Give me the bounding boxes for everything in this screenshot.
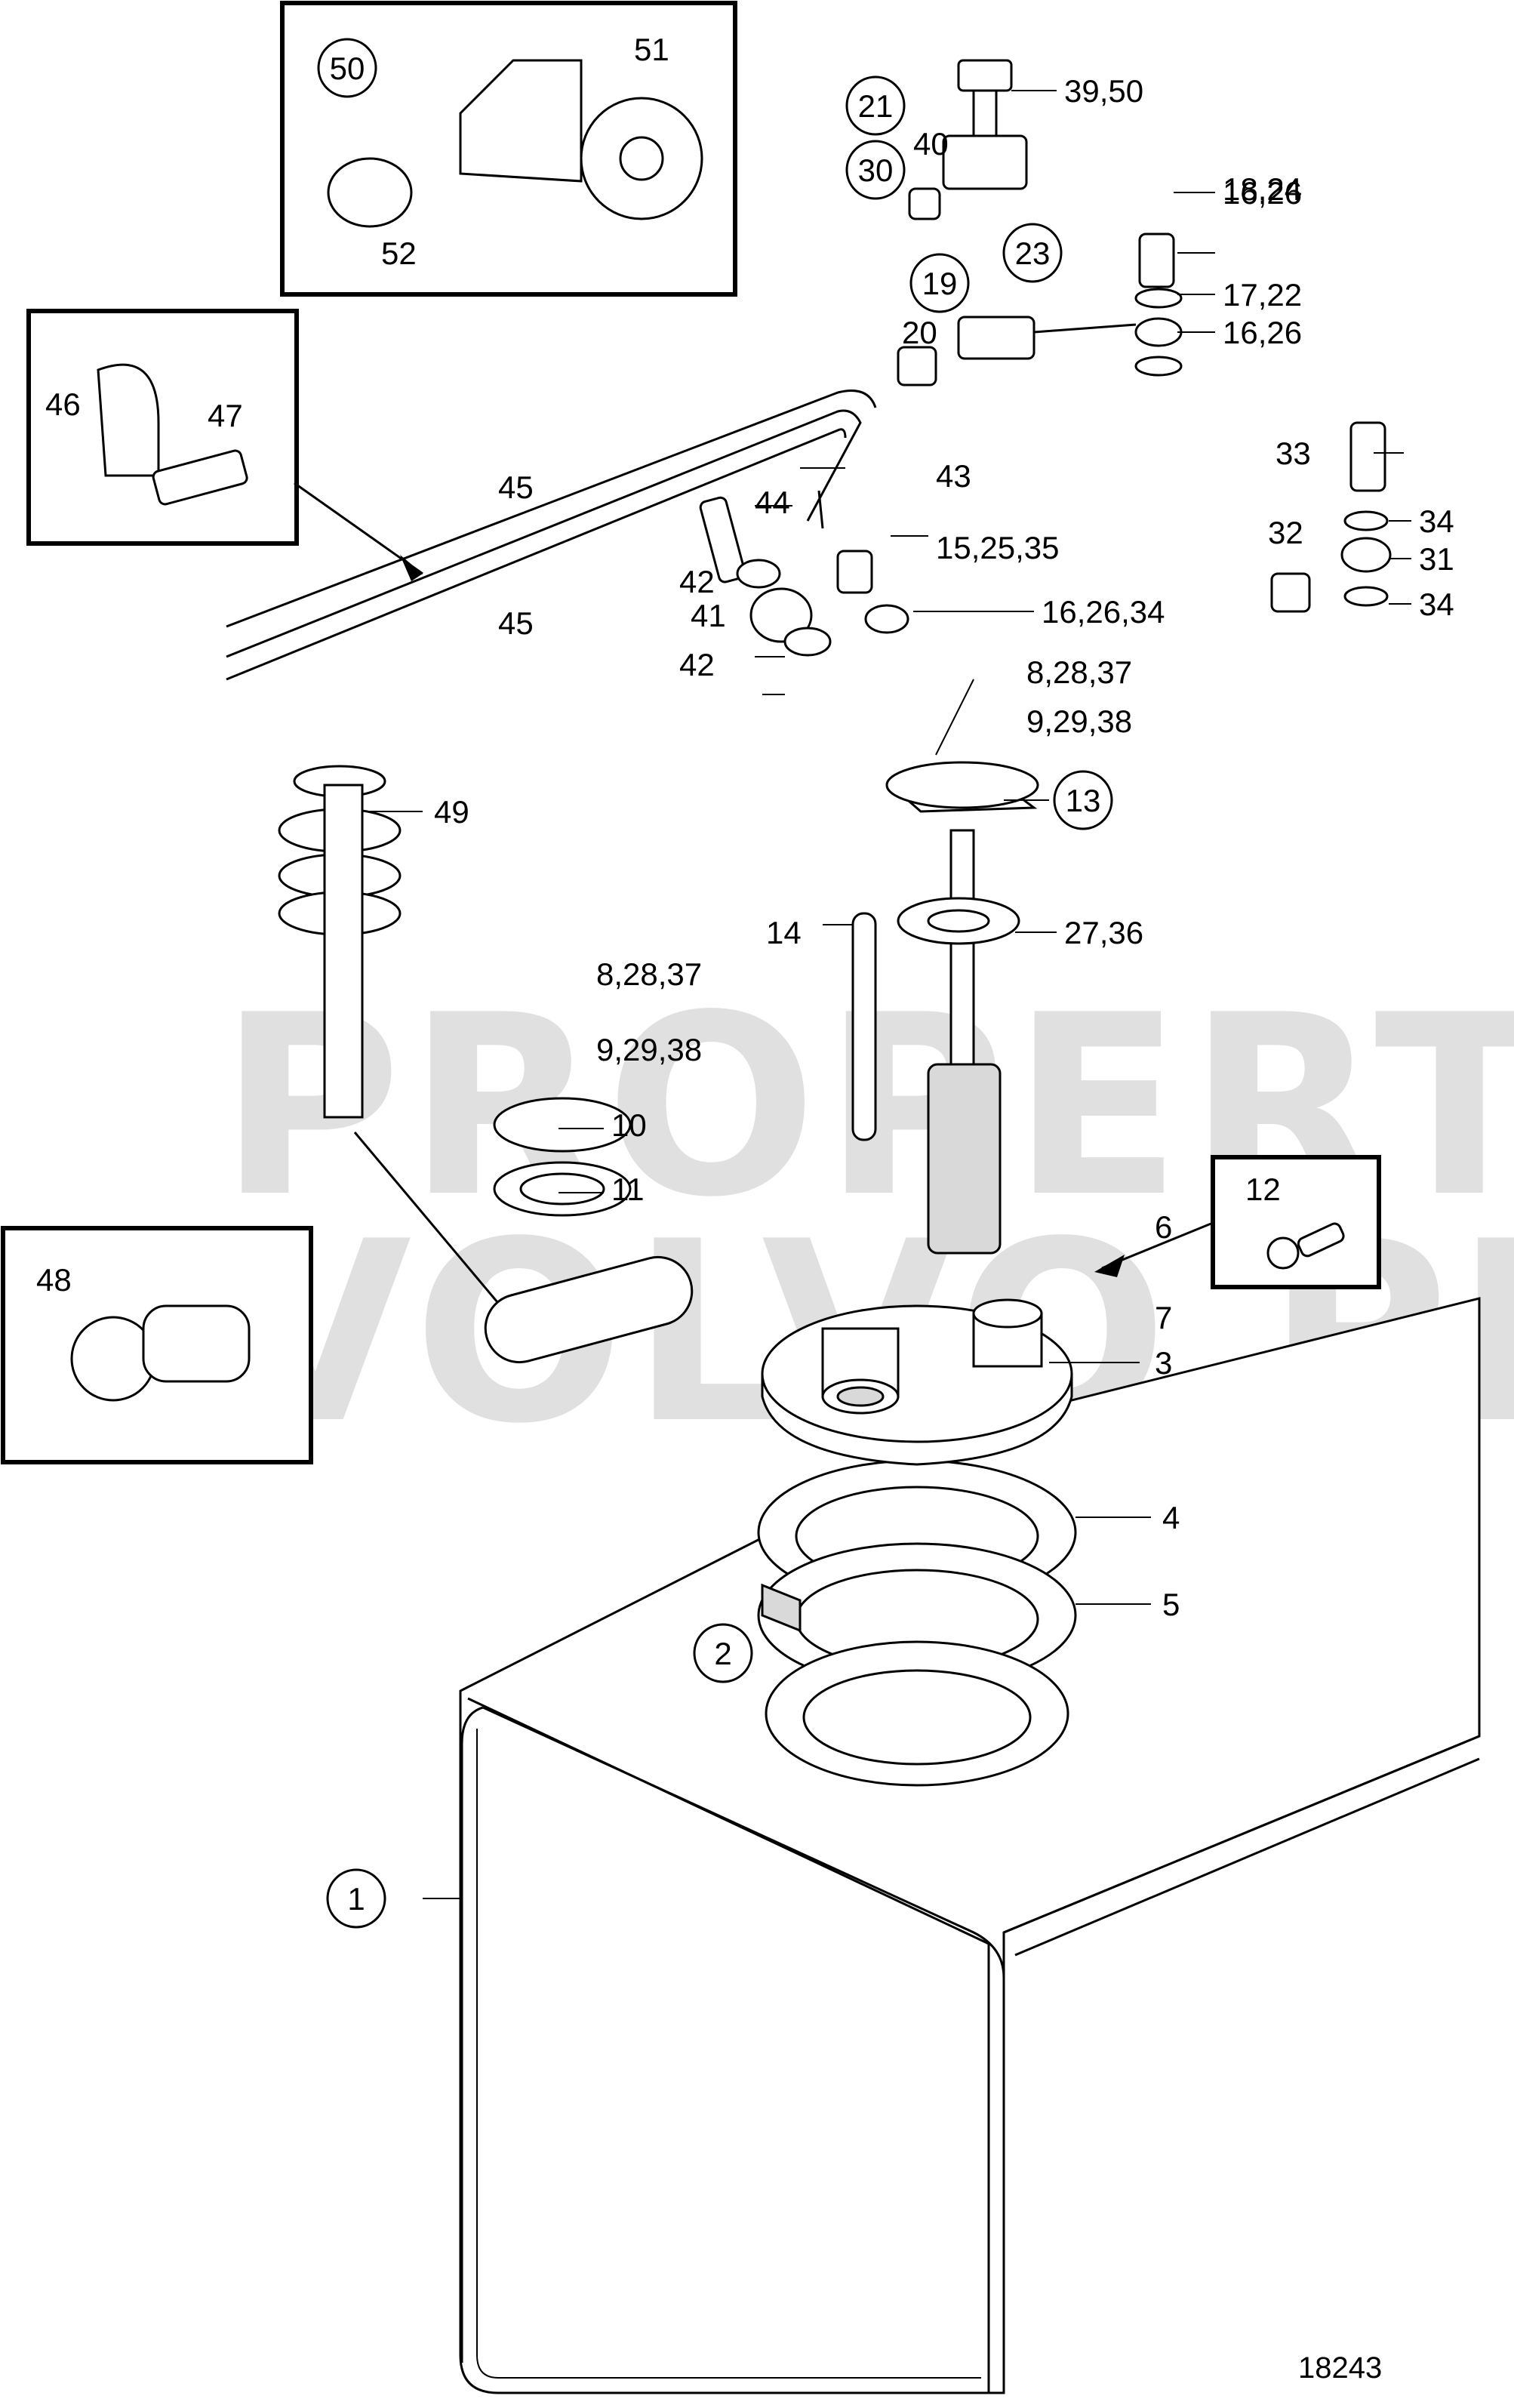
callout-1: 1 (347, 1881, 365, 1917)
callouts: 1 2 3 4 5 6 7 8,28,37 9,29,38 8,28,37 9,… (36, 32, 1454, 1929)
callout-47: 47 (208, 398, 243, 433)
callout-41: 41 (691, 598, 726, 633)
fuel-tank (459, 1297, 1481, 2394)
figure-number: 18243 (1298, 2351, 1382, 2385)
callout-circle-1 (326, 1868, 386, 1929)
callout-42-bottom: 42 (679, 647, 715, 682)
callout-circle-50 (317, 38, 377, 98)
inset-box-46-47 (26, 309, 299, 546)
gasket-ring-5 (757, 1542, 1077, 1689)
callout-42-top: 42 (679, 564, 715, 599)
callout-40: 40 (913, 126, 949, 162)
callout-50: 50 (330, 51, 365, 86)
callout-16-26-bottom: 16,26 (1223, 315, 1302, 350)
callout-52: 52 (381, 236, 417, 271)
fuel-level-sender (278, 765, 694, 1364)
callout-10: 10 (611, 1107, 647, 1143)
callout-4: 4 (1162, 1500, 1180, 1535)
callout-9-29-38-lower: 9,29,38 (596, 1032, 702, 1067)
callout-circle-13 (1053, 770, 1113, 830)
tank-cover-plate (761, 1298, 1073, 1466)
callout-46: 46 (45, 386, 81, 422)
inset-box-12 (1211, 1155, 1381, 1289)
callout-34-bottom: 34 (1419, 587, 1454, 622)
callout-32: 32 (1268, 515, 1303, 550)
callout-15-25-35: 15,25,35 (936, 530, 1060, 565)
callout-44: 44 (755, 485, 790, 520)
callout-20: 20 (902, 315, 937, 350)
callout-11: 11 (611, 1172, 645, 1207)
gasket-11 (493, 1161, 632, 1217)
callout-23: 23 (1015, 236, 1051, 271)
callout-16-26-34: 16,26,34 (1042, 594, 1165, 630)
leader-lines (370, 90, 1411, 1899)
callout-circle-21 (845, 75, 906, 136)
callout-31: 31 (1419, 541, 1454, 577)
callout-48: 48 (36, 1262, 72, 1298)
callout-circle-23 (1002, 223, 1063, 283)
callout-30: 30 (858, 152, 894, 188)
callout-circle-30 (845, 140, 906, 200)
callout-43: 43 (936, 458, 971, 494)
callout-51: 51 (634, 32, 669, 67)
callout-8-28-37-upper: 8,28,37 (1026, 654, 1132, 690)
callout-19: 19 (922, 266, 958, 301)
fuel-lines (226, 390, 877, 681)
callout-5: 5 (1162, 1587, 1180, 1622)
callout-13: 13 (1066, 783, 1101, 818)
suction-pipe-assembly (851, 761, 1039, 1255)
callout-34-top: 34 (1419, 503, 1454, 539)
inset-box-50-52 (280, 1, 737, 297)
callout-8-28-37-lower: 8,28,37 (596, 956, 702, 992)
banjo-fitting-group (699, 490, 909, 657)
callout-33: 33 (1276, 436, 1311, 471)
callout-circle-2 (693, 1623, 753, 1683)
callout-45-bottom: 45 (498, 605, 534, 641)
callout-7: 7 (1155, 1300, 1172, 1335)
callout-12: 12 (1245, 1172, 1281, 1207)
callout-circle-19 (909, 253, 970, 313)
gasket-10 (493, 1097, 632, 1153)
callout-39-50: 39,50 (1064, 73, 1143, 109)
callout-21: 21 (858, 88, 894, 124)
callout-3: 3 (1155, 1345, 1172, 1381)
callout-27-36: 27,36 (1064, 915, 1143, 950)
callout-14: 14 (766, 915, 802, 950)
pointer-arrows (294, 482, 1214, 1277)
callout-6: 6 (1155, 1209, 1172, 1245)
callout-49: 49 (434, 794, 469, 830)
callout-16-26-top: 16,26 (1223, 175, 1302, 211)
callout-18-24: 18,24 (1223, 171, 1302, 207)
mounting-ring (765, 1640, 1069, 1787)
banjo-group-right (1270, 421, 1392, 613)
callout-2: 2 (714, 1636, 731, 1671)
valve-group (897, 59, 1183, 386)
callout-17-22: 17,22 (1223, 277, 1302, 313)
inset-box-48 (1, 1226, 313, 1464)
callout-45-top: 45 (498, 470, 534, 505)
callout-9-29-38-upper: 9,29,38 (1026, 704, 1132, 739)
